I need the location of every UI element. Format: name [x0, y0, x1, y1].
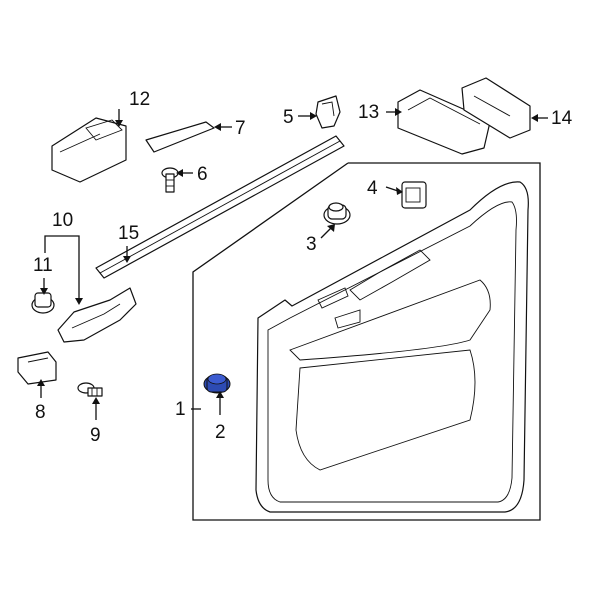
callout-labels: 1 2 3 4 5 6 7 8 9 10 11 12 13 14 15: [33, 89, 573, 446]
clip-highlighted: [203, 373, 231, 394]
bracket-4: [401, 181, 427, 209]
callout-13: 13: [358, 102, 379, 123]
trim-piece-7: [145, 121, 215, 153]
callout-5: 5: [283, 107, 294, 128]
callout-2: 2: [215, 422, 226, 443]
callout-6: 6: [197, 164, 208, 185]
callout-3: 3: [306, 234, 317, 255]
switch-housing-12: [51, 117, 127, 183]
callout-15: 15: [118, 223, 139, 244]
callout-11: 11: [33, 255, 53, 276]
callout-14: 14: [551, 108, 573, 129]
callout-9: 9: [90, 425, 101, 446]
door-panel-frame: [192, 162, 541, 521]
callout-7: 7: [235, 118, 246, 139]
door-trim-panel: [255, 181, 529, 513]
window-switch-13: [397, 89, 491, 155]
leader-lines: [37, 108, 548, 420]
callout-4: 4: [367, 178, 378, 199]
switch-bezel-14: [461, 77, 531, 139]
screw-9: [77, 382, 103, 397]
clip-5: [315, 95, 341, 129]
clip-3: [323, 202, 351, 225]
weatherstrip-15: [95, 135, 345, 279]
screw-6: [161, 167, 179, 193]
bracket-8: [17, 351, 57, 385]
callout-1: 1: [175, 399, 186, 420]
clip-11: [31, 292, 55, 314]
callout-8: 8: [35, 402, 46, 423]
callout-10: 10: [52, 210, 73, 231]
door-handle-10: [57, 287, 137, 343]
callout-12: 12: [129, 89, 150, 110]
